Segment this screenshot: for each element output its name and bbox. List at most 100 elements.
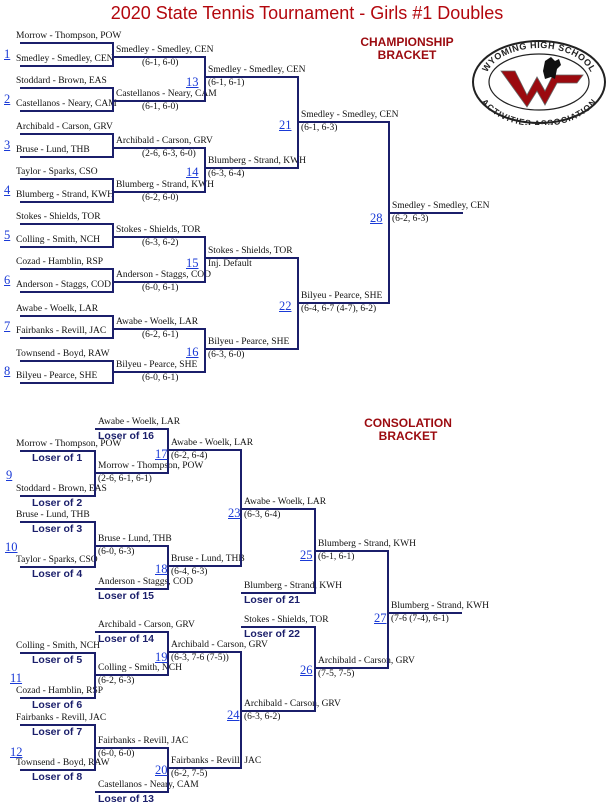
- consolation-loser-label: Loser of 4: [32, 568, 83, 580]
- championship-match-number-link[interactable]: 1: [4, 47, 11, 61]
- championship-bracket-line: [205, 257, 299, 259]
- championship-bracket-line: [205, 348, 299, 350]
- consolation-team-name: Blumberg - Strand, KWH: [244, 581, 342, 591]
- consolation-match-number-link[interactable]: 25: [300, 548, 313, 562]
- consolation-loser-label: Loser of 22: [244, 628, 301, 640]
- championship-match-score: (6-1, 6-0): [142, 58, 179, 68]
- championship-match-number-link[interactable]: 28: [370, 211, 383, 225]
- consolation-loser-label: Loser of 6: [32, 699, 83, 711]
- championship-match-number-link[interactable]: 15: [186, 256, 199, 270]
- consolation-team-name: Colling - Smith, NCH: [16, 641, 100, 651]
- championship-match-number-link[interactable]: 21: [279, 118, 292, 132]
- championship-match-number-link[interactable]: 4: [4, 183, 11, 197]
- championship-bracket-connector: [112, 133, 114, 158]
- championship-bracket-line: [113, 191, 206, 193]
- championship-team-name: Colling - Smith, NCH: [16, 235, 100, 245]
- championship-match-number-link[interactable]: 8: [4, 364, 11, 378]
- consolation-match-number-link[interactable]: 17: [155, 447, 168, 461]
- consolation-match-score: (7-6 (7-4), 6-1): [391, 614, 449, 624]
- consolation-bracket-connector: [94, 521, 96, 568]
- championship-match-score: (6-3, 6-0): [208, 350, 245, 360]
- championship-match-number-link[interactable]: 7: [4, 319, 11, 333]
- consolation-bracket-line: [168, 565, 242, 567]
- consolation-match-score: (6-2, 6-4): [171, 451, 208, 461]
- championship-team-name: Bilyeu - Pearce, SHE: [16, 371, 98, 381]
- consolation-bracket-line: [95, 674, 169, 676]
- championship-bracket-connector: [204, 56, 206, 102]
- championship-team-name: Blumberg - Strand, KWH: [208, 156, 306, 166]
- championship-bracket-connector: [204, 236, 206, 283]
- championship-team-name: Smedley - Smedley, CEN: [208, 65, 306, 75]
- championship-team-name: Bruse - Lund, THB: [16, 145, 90, 155]
- consolation-bracket-line: [95, 428, 169, 430]
- consolation-match-number-link[interactable]: 24: [227, 708, 240, 722]
- consolation-heading-line1: CONSOLATION: [364, 416, 452, 430]
- consolation-bracket-connector: [94, 724, 96, 771]
- consolation-match-number-link[interactable]: 20: [155, 763, 168, 777]
- championship-team-name: Taylor - Sparks, CSO: [16, 167, 98, 177]
- championship-heading: CHAMPIONSHIP BRACKET: [337, 36, 477, 62]
- championship-bracket-connector: [112, 178, 114, 203]
- consolation-bracket-line: [20, 521, 96, 523]
- championship-match-number-link[interactable]: 5: [4, 228, 11, 242]
- championship-bracket-line: [20, 268, 114, 270]
- consolation-loser-label: Loser of 1: [32, 452, 83, 464]
- championship-match-number-link[interactable]: 6: [4, 273, 11, 287]
- consolation-match-number-link[interactable]: 12: [10, 745, 23, 759]
- consolation-bracket-line: [168, 651, 242, 653]
- consolation-team-name: Cozad - Hamblin, RSP: [16, 686, 104, 696]
- consolation-bracket-connector: [387, 550, 389, 669]
- championship-bracket-connector: [112, 42, 114, 67]
- championship-bracket-line: [20, 87, 114, 89]
- consolation-match-number-link[interactable]: 18: [155, 562, 168, 576]
- consolation-match-number-link[interactable]: 11: [10, 671, 23, 685]
- championship-match-number-link[interactable]: 14: [186, 165, 199, 179]
- consolation-match-number-link[interactable]: 10: [5, 540, 18, 554]
- championship-bracket-line: [20, 201, 114, 203]
- consolation-bracket-line: [95, 472, 169, 474]
- championship-match-number-link[interactable]: 2: [4, 92, 11, 106]
- championship-team-name: Castellanos - Neary, CAM: [16, 99, 117, 109]
- championship-match-number-link[interactable]: 13: [186, 75, 199, 89]
- championship-bracket-line: [113, 100, 206, 102]
- consolation-loser-label: Loser of 15: [98, 590, 155, 602]
- championship-bracket-connector: [112, 223, 114, 248]
- consolation-match-number-link[interactable]: 9: [6, 468, 13, 482]
- consolation-match-score: (6-2, 7-5): [171, 769, 208, 779]
- championship-team-name: Blumberg - Strand, KWH: [16, 190, 114, 200]
- championship-bracket-line: [20, 315, 114, 317]
- championship-team-name: Smedley - Smedley, CEN: [392, 201, 490, 211]
- championship-match-score: (6-2, 6-1): [142, 330, 179, 340]
- championship-match-number-link[interactable]: 3: [4, 138, 11, 152]
- consolation-bracket-line: [95, 545, 169, 547]
- championship-match-number-link[interactable]: 16: [186, 345, 199, 359]
- consolation-match-number-link[interactable]: 19: [155, 650, 168, 664]
- championship-match-score: (6-4, 6-7 (4-7), 6-2): [301, 304, 377, 314]
- championship-team-name: Fairbanks - Revill, JAC: [16, 326, 107, 336]
- championship-bracket-line: [20, 65, 114, 67]
- whsaa-logo: WYOMING HIGH SCHOOL ACTIVITIES ASSOCIATI…: [472, 40, 606, 125]
- consolation-team-name: Fairbanks - Revill, JAC: [171, 756, 262, 766]
- championship-match-score: (6-3, 6-2): [142, 238, 179, 248]
- consolation-loser-label: Loser of 8: [32, 771, 83, 783]
- championship-team-name: Smedley - Smedley, CEN: [16, 54, 114, 64]
- championship-match-score: (6-0, 6-1): [142, 373, 179, 383]
- championship-match-number-link[interactable]: 22: [279, 299, 292, 313]
- consolation-bracket-connector: [314, 626, 316, 712]
- consolation-match-number-link[interactable]: 27: [374, 611, 387, 625]
- consolation-bracket-line: [241, 508, 316, 510]
- championship-match-score: (6-1, 6-3): [301, 123, 338, 133]
- championship-team-name: Awabe - Woelk, LAR: [16, 304, 99, 314]
- consolation-match-score: (6-1, 6-1): [318, 552, 355, 562]
- consolation-heading-line2: BRACKET: [378, 429, 438, 443]
- championship-team-name: Awabe - Woelk, LAR: [116, 317, 199, 327]
- consolation-loser-label: Loser of 16: [98, 430, 155, 442]
- championship-bracket-line: [113, 281, 206, 283]
- championship-bracket-line: [20, 133, 114, 135]
- consolation-heading: CONSOLATION BRACKET: [338, 417, 478, 443]
- consolation-team-name: Blumberg - Strand, KWH: [318, 539, 416, 549]
- championship-bracket-line: [205, 76, 299, 78]
- consolation-match-number-link[interactable]: 26: [300, 663, 313, 677]
- championship-match-score: (6-2, 6-3): [392, 214, 429, 224]
- consolation-match-number-link[interactable]: 23: [228, 506, 241, 520]
